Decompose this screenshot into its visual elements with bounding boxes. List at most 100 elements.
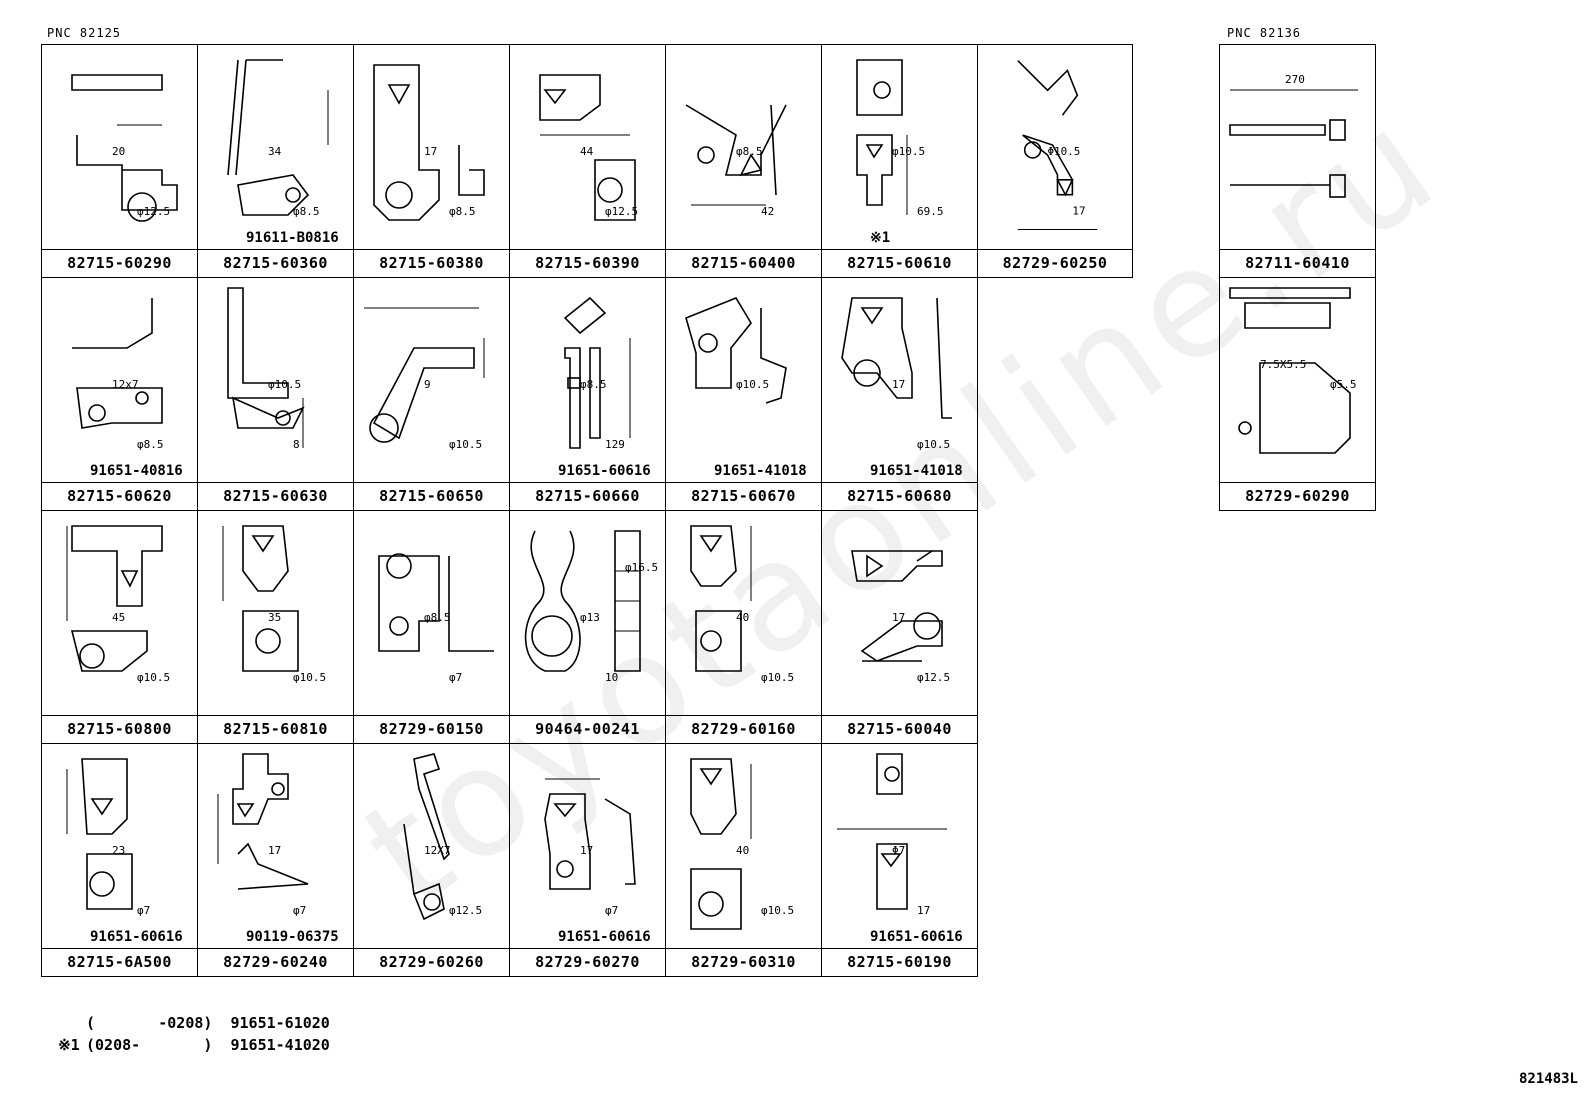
part-number[interactable]: 90464-00241 bbox=[510, 715, 665, 743]
part-number[interactable]: 82715-60610 bbox=[822, 249, 977, 277]
dimension-label: 35 bbox=[268, 611, 281, 624]
part-number[interactable]: 82715-60650 bbox=[354, 482, 509, 510]
part-number[interactable]: 82729-60310 bbox=[666, 948, 821, 976]
part-number[interactable]: 82715-60360 bbox=[198, 249, 353, 277]
part-illustration: 270 bbox=[1229, 73, 1358, 198]
dimension-label: φ7 bbox=[449, 671, 462, 684]
dimension-label: 69.5 bbox=[917, 205, 944, 218]
dimension-label: 40 bbox=[736, 611, 749, 624]
bolt-part-number: 91651-60616 bbox=[870, 929, 963, 945]
part-illustration: 17 φ10.5 bbox=[841, 297, 952, 451]
dimension-label: φ10.5 bbox=[736, 378, 769, 391]
part-cell: 17 φ7 90119-06375 82729-60240 bbox=[197, 743, 354, 977]
empty-cell bbox=[978, 278, 1133, 511]
part-illustration: 17 φ7 bbox=[217, 753, 309, 917]
dimension-label: 17 bbox=[892, 378, 905, 391]
part-number[interactable]: 82715-60670 bbox=[666, 482, 821, 510]
part-number[interactable]: 82729-60160 bbox=[666, 715, 821, 743]
part-illustration: 35 φ10.5 bbox=[222, 525, 326, 684]
dimension-label: φ16.5 bbox=[625, 561, 658, 574]
part-number[interactable]: 82715-60400 bbox=[666, 249, 821, 277]
grid-row: 270 82711-60410 bbox=[1219, 44, 1376, 278]
part-cell: φ10.5 69.5 ※1 82715-60610 bbox=[821, 44, 978, 278]
drawing-reference: 821483L bbox=[1518, 1071, 1578, 1087]
bolt-part-number: 91651-60616 bbox=[558, 929, 651, 945]
dimension-label: 34 bbox=[268, 145, 282, 158]
part-illustration: φ8.542 bbox=[685, 104, 787, 218]
part-number[interactable]: 82729-60290 bbox=[1220, 482, 1375, 510]
part-number[interactable]: 82715-60290 bbox=[42, 249, 197, 277]
part-number[interactable]: 82715-60040 bbox=[822, 715, 977, 743]
part-number[interactable]: 82729-60250 bbox=[978, 249, 1132, 277]
dimension-label: 17 bbox=[917, 904, 930, 917]
part-number[interactable]: 82715-60810 bbox=[198, 715, 353, 743]
dimension-label: φ8.5 bbox=[736, 145, 763, 158]
dimension-label: φ7 bbox=[605, 904, 618, 917]
part-number[interactable]: 82729-60270 bbox=[510, 948, 665, 976]
dimension-label: φ10.5 bbox=[761, 904, 794, 917]
part-illustration: φ10.5 bbox=[685, 297, 787, 404]
part-cell: 12X7 φ12.5 82729-60260 bbox=[353, 743, 510, 977]
dimension-label: 129 bbox=[605, 438, 625, 451]
bolt-part-number: ※1 bbox=[870, 230, 891, 246]
bolt-part-number: 91651-40816 bbox=[90, 463, 183, 479]
part-number[interactable]: 82715-60190 bbox=[822, 948, 977, 976]
part-number[interactable]: 82715-60380 bbox=[354, 249, 509, 277]
part-cell: 270 82711-60410 bbox=[1219, 44, 1376, 278]
dimension-label: φ7 bbox=[293, 904, 306, 917]
part-number[interactable]: 82715-6A500 bbox=[42, 948, 197, 976]
empty-cell bbox=[978, 744, 1133, 977]
footnote-line-2: (0208- ) 91651-41020 bbox=[86, 1036, 330, 1054]
part-number[interactable]: 82715-60630 bbox=[198, 482, 353, 510]
dimension-label: φ10.5 bbox=[268, 378, 301, 391]
part-number[interactable]: 82715-60620 bbox=[42, 482, 197, 510]
bolt-part-number: 90119-06375 bbox=[246, 929, 339, 945]
pnc-label-left: PNC 82125 bbox=[47, 26, 122, 40]
dimension-label: φ10.5 bbox=[917, 438, 950, 451]
dimension-label: 17 bbox=[268, 844, 281, 857]
dimension-label: 9 bbox=[424, 378, 431, 391]
dimension-label: φ10.5 bbox=[293, 671, 326, 684]
dimension-label: φ12.5 bbox=[449, 904, 482, 917]
part-cell: 35 φ10.5 82715-60810 bbox=[197, 510, 354, 744]
part-number[interactable]: 82711-60410 bbox=[1220, 249, 1375, 277]
dimension-label: φ10.5 bbox=[137, 671, 170, 684]
dimension-label: φ10.5 bbox=[892, 145, 925, 158]
part-number[interactable]: 82715-60800 bbox=[42, 715, 197, 743]
part-number[interactable]: 82715-60390 bbox=[510, 249, 665, 277]
part-number[interactable]: 82715-60680 bbox=[822, 482, 977, 510]
part-number[interactable]: 82729-60150 bbox=[354, 715, 509, 743]
dimension-label: 12X7 bbox=[424, 844, 451, 857]
bolt-part-number: 91651-60616 bbox=[558, 463, 651, 479]
part-number[interactable]: 82729-60240 bbox=[198, 948, 353, 976]
dimension-label: 12x7 bbox=[112, 378, 139, 391]
part-illustration: 12X7 φ12.5 bbox=[403, 753, 482, 921]
part-number[interactable]: 82715-60660 bbox=[510, 482, 665, 510]
part-number[interactable]: 82729-60260 bbox=[354, 948, 509, 976]
dimension-label: φ8.5 bbox=[424, 611, 451, 624]
dimension-label: 40 bbox=[736, 844, 749, 857]
part-illustration: 7.5X5.5φ5.5 bbox=[1229, 287, 1357, 454]
dimension-label: 270 bbox=[1285, 73, 1305, 86]
part-cell: 40 φ10.5 82729-60310 bbox=[665, 743, 822, 977]
dimension-label: φ8.5 bbox=[293, 205, 320, 218]
